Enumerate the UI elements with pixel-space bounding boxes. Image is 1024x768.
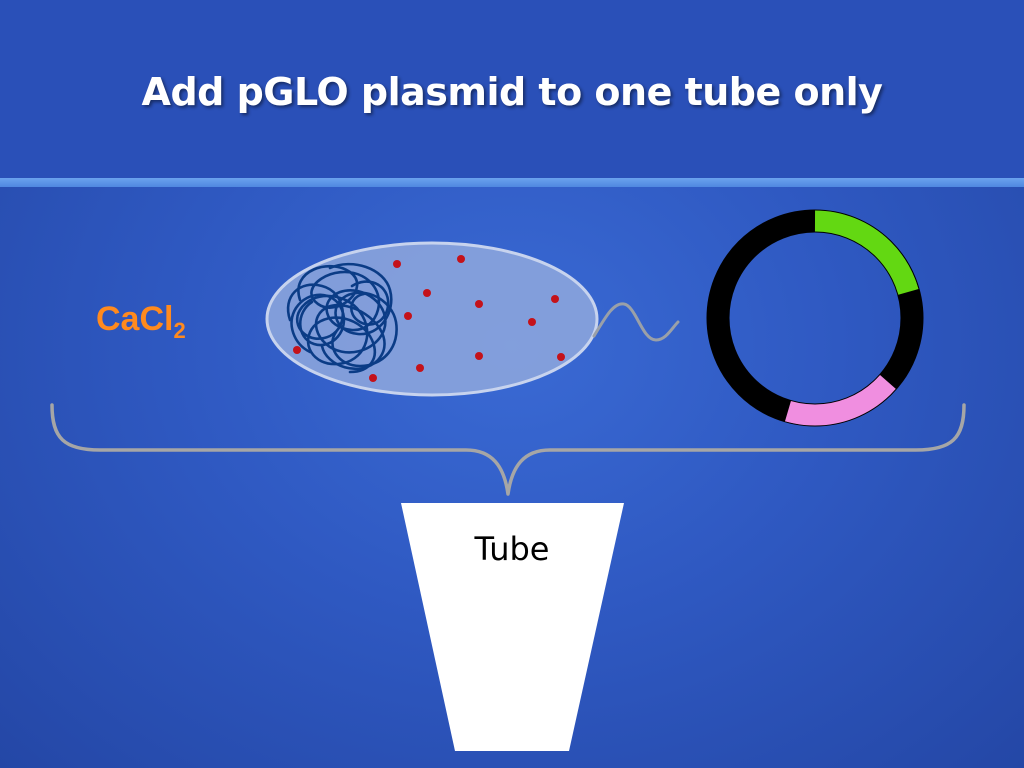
ion-dot: [551, 295, 559, 303]
ion-dot: [457, 255, 465, 263]
cacl2-subscript: 2: [173, 318, 186, 343]
pilus-squiggle: [592, 302, 680, 342]
cacl2-label: CaCl2: [96, 300, 186, 344]
plasmid-outline-outer: [706, 209, 924, 427]
plasmid-outline-inner: [728, 231, 902, 405]
tube-label: Tube: [474, 530, 550, 568]
cacl2-ions: [293, 255, 565, 382]
chromosomal-dna-icon: [286, 262, 398, 374]
ion-dot: [423, 289, 431, 297]
ion-dot: [369, 374, 377, 382]
ion-dot: [475, 300, 483, 308]
ion-dot: [293, 346, 301, 354]
plasmid-segment-pink: [784, 374, 897, 426]
cell-membrane: [265, 241, 599, 397]
ion-dot: [557, 353, 565, 361]
cacl2-text: CaCl: [96, 300, 174, 338]
curly-brace-icon: [50, 403, 966, 496]
title-band: [0, 0, 1024, 178]
ion-dot: [416, 364, 424, 372]
plasmid-segment-green: [814, 210, 919, 296]
plasmid-ring-icon: [706, 209, 924, 427]
bacterial-cell-icon: [265, 241, 599, 397]
ion-dot: [528, 318, 536, 326]
ion-dot: [393, 260, 401, 268]
ion-dot: [475, 352, 483, 360]
title-divider: [0, 178, 1024, 187]
tube-icon: [401, 503, 624, 751]
ion-dot: [404, 312, 412, 320]
slide-title: Add pGLO plasmid to one tube only: [141, 70, 883, 114]
